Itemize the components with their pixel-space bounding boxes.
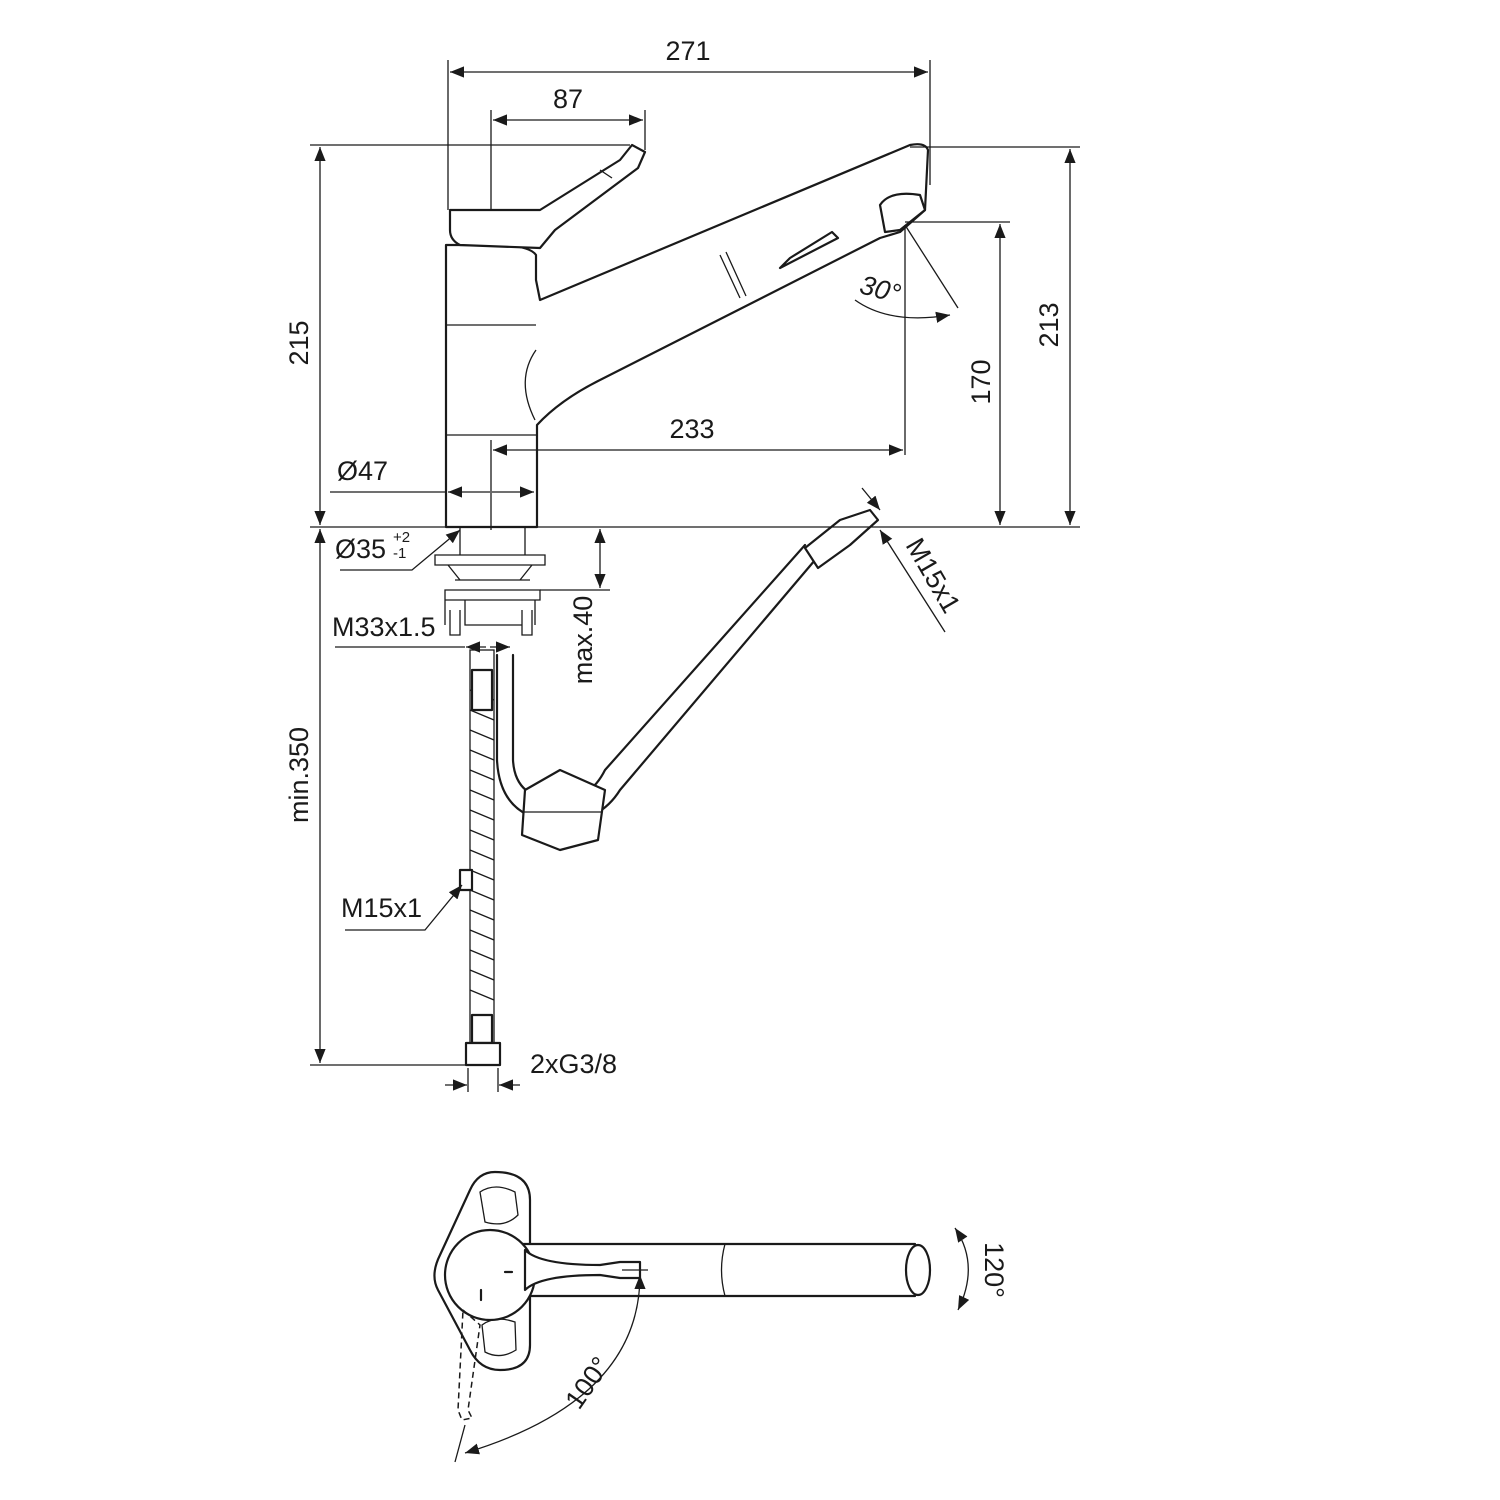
dimension-lines	[310, 60, 1080, 1092]
dim-diameter-47: Ø47	[337, 456, 388, 486]
dim-170: 170	[966, 359, 996, 404]
faucet-plan-view	[433, 1170, 970, 1463]
dim-213: 213	[1034, 302, 1064, 347]
tolerance-plus: +2	[393, 529, 410, 546]
lever	[448, 143, 647, 250]
dim-87: 87	[553, 84, 583, 114]
dim-215: 215	[284, 320, 314, 365]
tolerance-minus: -1	[393, 545, 406, 562]
hose-nut	[464, 1041, 502, 1067]
thread-m33: M33x1.5	[332, 612, 436, 642]
spout-pullout-head	[719, 251, 747, 299]
dim-30deg: 30°	[857, 270, 904, 310]
hose-weight	[520, 768, 607, 852]
dim-120deg: 120°	[979, 1242, 1009, 1298]
dim-271: 271	[665, 36, 710, 66]
mounting-set	[434, 527, 546, 636]
dim-100deg: 100°	[559, 1351, 616, 1414]
connection-g38: 2xG3/8	[530, 1049, 617, 1079]
faucet-body	[444, 143, 930, 529]
dim-min350: min.350	[284, 727, 314, 823]
dim-max40: max.40	[568, 596, 598, 685]
dim-diameter-35: Ø35	[335, 534, 386, 564]
body-plan	[443, 1228, 537, 1322]
faucet-elevation	[434, 143, 930, 1067]
dim-233: 233	[669, 414, 714, 444]
thread-m15-left: M15x1	[341, 893, 422, 923]
